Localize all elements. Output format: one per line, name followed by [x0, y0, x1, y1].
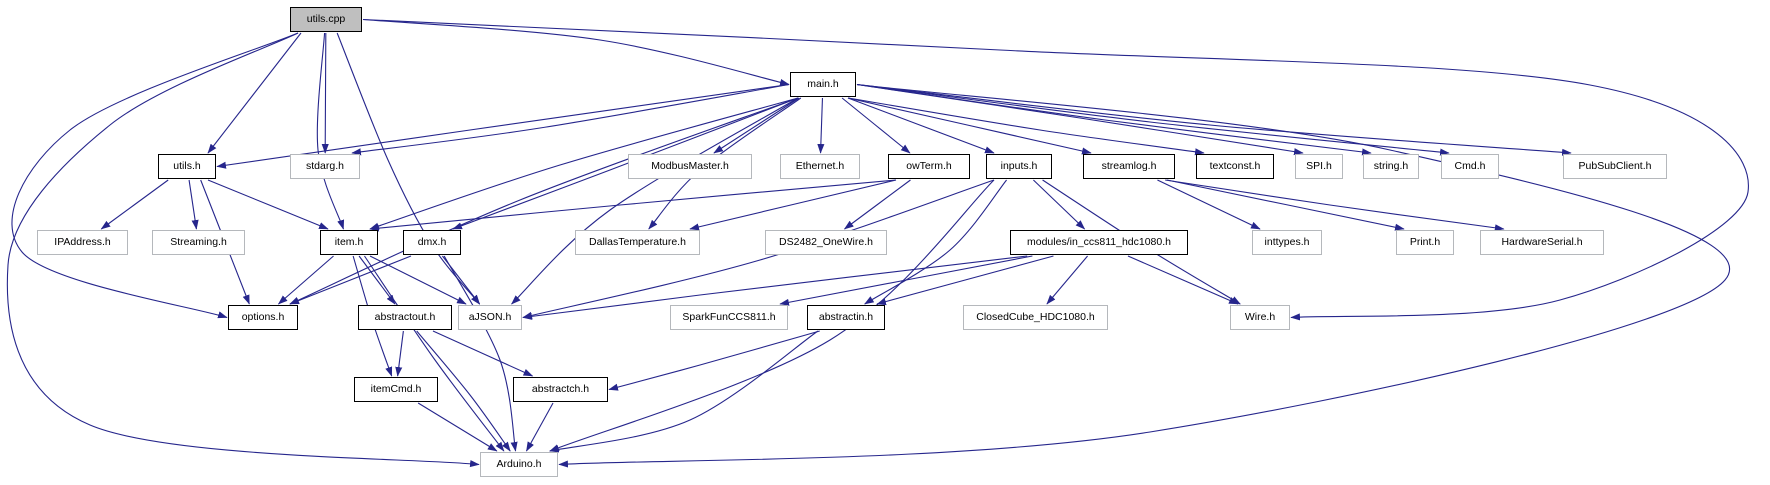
edge-abstractin-h-to-abstractch-h: [608, 330, 820, 391]
graph-node-streamlog-h[interactable]: streamlog.h: [1083, 154, 1175, 179]
edge-inputs-h-to-ajson-h: [522, 179, 995, 319]
edge-main-h-to-modbusmaster-h: [713, 97, 800, 154]
graph-node-sparkfunccs811-h: SparkFunCCS811.h: [670, 305, 788, 330]
edge-utils-cpp-to-utils-h: [207, 32, 302, 154]
graph-node-textconst-h[interactable]: textconst.h: [1196, 154, 1274, 179]
edge-main-h-to-utils-h: [216, 83, 790, 169]
edge-streamlog-h-to-print-h: [1166, 179, 1405, 231]
edge-main-h-to-arduino-h: [558, 83, 1731, 468]
edge-main-h-to-textconst-h: [847, 97, 1205, 156]
edge-abstractout-h-to-itemcmd-h: [395, 330, 404, 377]
edge-abstractch-h-to-arduino-h: [525, 402, 554, 452]
edge-utils-cpp-to-ajson-h: [336, 32, 481, 305]
graph-node-pubsubclient-h: PubSubClient.h: [1563, 154, 1667, 179]
graph-node-ajson-h: aJSON.h: [458, 305, 522, 330]
graph-node-modules-in-ccs811-hdc1080-h[interactable]: modules/in_ccs811_hdc1080.h: [1010, 230, 1188, 255]
edge-main-h-to-pubsubclient-h: [856, 83, 1572, 156]
graph-node-itemcmd-h[interactable]: itemCmd.h: [354, 377, 438, 402]
graph-node-utils-h[interactable]: utils.h: [158, 154, 216, 179]
graph-node-print-h: Print.h: [1396, 230, 1454, 255]
graph-node-owterm-h[interactable]: owTerm.h: [888, 154, 970, 179]
edge-dmx-h-to-arduino-h: [443, 255, 518, 452]
edge-main-h-to-stdarg-h: [351, 83, 790, 156]
edge-utils-cpp-to-stdarg-h: [321, 32, 329, 154]
graph-node-inputs-h[interactable]: inputs.h: [986, 154, 1052, 179]
graph-node-wire-h: Wire.h: [1230, 305, 1290, 330]
edge-utils-cpp-to-arduino-h: [6, 32, 480, 468]
edge-dmx-h-to-options-h: [289, 255, 412, 305]
graph-node-stdarg-h: stdarg.h: [290, 154, 360, 179]
edge-main-h-to-item-h: [369, 97, 799, 230]
edge-modules-in-ccs811-hdc1080-h-to-wire-h: [1127, 255, 1239, 305]
edge-main-h-to-streamlog-h: [847, 97, 1092, 155]
edge-modules-in-ccs811-hdc1080-h-to-ajson-h: [522, 255, 1028, 320]
graph-node-options-h[interactable]: options.h: [228, 305, 298, 330]
edge-main-h-to-ethernet-h: [817, 97, 825, 154]
edge-utils-cpp-to-item-h: [316, 32, 345, 230]
edge-modules-in-ccs811-hdc1080-h-to-closedcube-hdc1080-h: [1046, 255, 1088, 305]
graph-node-inttypes-h: inttypes.h: [1252, 230, 1322, 255]
edge-main-h-to-owterm-h: [841, 97, 911, 154]
edge-owterm-h-to-ds2482-onewire-h: [843, 179, 911, 230]
graph-node-ethernet-h: Ethernet.h: [780, 154, 860, 179]
graph-node-streaming-h: Streaming.h: [152, 230, 245, 255]
edge-main-h-to-string-h: [856, 83, 1372, 156]
edge-streamlog-h-to-inttypes-h: [1157, 179, 1261, 230]
edge-main-h-to-dmx-h: [452, 97, 799, 230]
edge-utils-h-to-ipaddress-h: [100, 179, 169, 230]
edge-main-h-to-cmd-h: [856, 83, 1450, 156]
graph-node-cmd-h: Cmd.h: [1441, 154, 1499, 179]
graph-node-closedcube-hdc1080-h: ClosedCube_HDC1080.h: [963, 305, 1108, 330]
edge-utils-h-to-item-h: [207, 179, 329, 230]
edge-utils-cpp-to-main-h: [362, 18, 790, 86]
graph-node-dallastemperature-h: DallasTemperature.h: [575, 230, 700, 255]
edge-dmx-h-to-ajson-h: [442, 255, 481, 305]
graph-node-abstractin-h[interactable]: abstractin.h: [807, 305, 885, 330]
edge-inputs-h-to-arduino-h: [549, 179, 995, 452]
edge-modules-in-ccs811-hdc1080-h-to-abstractin-h: [876, 255, 1054, 306]
edge-abstractout-h-to-arduino-h: [416, 330, 511, 452]
edge-item-h-to-arduino-h: [364, 255, 505, 452]
edge-item-h-to-options-h: [277, 255, 334, 305]
edge-utils-cpp-to-options-h: [11, 32, 299, 319]
graph-node-item-h[interactable]: item.h: [320, 230, 378, 255]
edge-main-h-to-options-h: [289, 97, 799, 305]
edge-main-h-to-ajson-h: [511, 97, 799, 305]
graph-node-hardwareserial-h: HardwareSerial.h: [1480, 230, 1604, 255]
graph-node-arduino-h: Arduino.h: [480, 452, 558, 477]
edge-item-h-to-abstractout-h: [358, 255, 396, 305]
graph-node-dmx-h[interactable]: dmx.h: [403, 230, 461, 255]
edge-inputs-h-to-abstractin-h: [864, 179, 1008, 305]
edge-abstractout-h-to-abstractch-h: [432, 330, 534, 377]
edge-abstractin-h-to-arduino-h: [549, 330, 819, 453]
graph-node-abstractout-h[interactable]: abstractout.h: [358, 305, 452, 330]
edge-main-h-to-inputs-h: [847, 97, 995, 154]
edge-owterm-h-to-item-h: [369, 179, 897, 232]
edge-owterm-h-to-dallastemperature-h: [689, 179, 897, 231]
graph-node-abstractch-h[interactable]: abstractch.h: [513, 377, 608, 402]
edge-utils-cpp-to-wire-h: [362, 18, 1749, 321]
graph-node-string-h: string.h: [1363, 154, 1419, 179]
graph-node-modbusmaster-h: ModbusMaster.h: [628, 154, 752, 179]
edge-utils-h-to-streaming-h: [188, 179, 199, 230]
edge-inputs-h-to-modules-in-ccs811-hdc1080-h: [1033, 179, 1086, 230]
graph-node-spi-h: SPI.h: [1295, 154, 1343, 179]
edge-item-h-to-ajson-h: [369, 255, 467, 305]
graph-node-ds2482-onewire-h: DS2482_OneWire.h: [765, 230, 887, 255]
edge-streamlog-h-to-hardwareserial-h: [1165, 179, 1505, 232]
graph-node-main-h[interactable]: main.h: [790, 72, 856, 97]
graph-node-ipaddress-h: IPAddress.h: [37, 230, 128, 255]
edge-modules-in-ccs811-hdc1080-h-to-sparkfunccs811-h: [779, 255, 1033, 306]
graph-node-utils-cpp: utils.cpp: [290, 7, 362, 32]
edge-itemcmd-h-to-arduino-h: [417, 402, 498, 452]
